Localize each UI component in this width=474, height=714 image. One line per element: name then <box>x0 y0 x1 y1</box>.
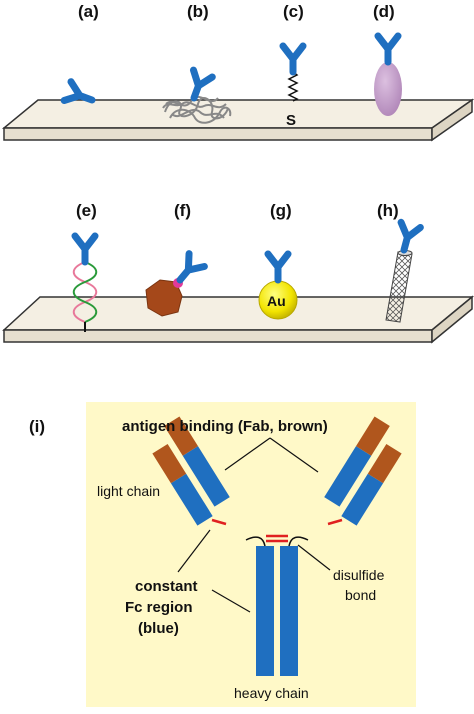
heavy-chain-label: heavy chain <box>234 685 309 701</box>
antibody-icon <box>75 236 95 262</box>
heavy-chain-right <box>280 546 298 676</box>
constant-label-2: Fc region <box>125 599 193 616</box>
left-arm <box>152 416 230 526</box>
panel-label-f: (f) <box>174 201 191 220</box>
thiol-s-label: S <box>286 112 296 129</box>
substrate-surface-top <box>1 98 474 142</box>
antibody-structure-panel: antigen binding (Fab, brown) light chain… <box>86 402 416 707</box>
thiol-linker-icon <box>287 71 299 102</box>
protein-spacer-icon <box>374 62 402 116</box>
gold-au-label: Au <box>267 293 286 309</box>
constant-label-3: (blue) <box>138 620 179 637</box>
dna-helix-icon <box>72 261 98 332</box>
panel-label-b: (b) <box>187 2 209 21</box>
panel-label-g: (g) <box>270 201 292 220</box>
antibody-icon <box>378 36 398 62</box>
panel-label-h: (h) <box>377 201 399 220</box>
panel-label-c: (c) <box>283 2 304 21</box>
panel-label-d: (d) <box>373 2 395 21</box>
disulfide-label-2: bond <box>345 587 376 603</box>
right-arm <box>324 416 402 526</box>
nanoparticle-icon <box>145 278 183 317</box>
substrate-surface-middle <box>2 295 474 344</box>
antibody-icon <box>394 222 420 252</box>
antigen-binding-label: antigen binding (Fab, brown) <box>122 418 328 435</box>
light-chain-label: light chain <box>97 483 160 499</box>
panel-label-a: (a) <box>78 2 99 21</box>
panel-label-e: (e) <box>76 201 97 220</box>
constant-label-1: constant <box>135 578 198 595</box>
antibody-icon <box>172 254 204 287</box>
disulfide-label-1: disulfide <box>333 567 385 583</box>
disulfide-bonds <box>211 518 343 543</box>
panel-label-i: (i) <box>29 417 45 436</box>
antibody-icon <box>283 46 303 72</box>
antibody-icon <box>268 254 288 280</box>
heavy-chain-left <box>256 546 274 676</box>
